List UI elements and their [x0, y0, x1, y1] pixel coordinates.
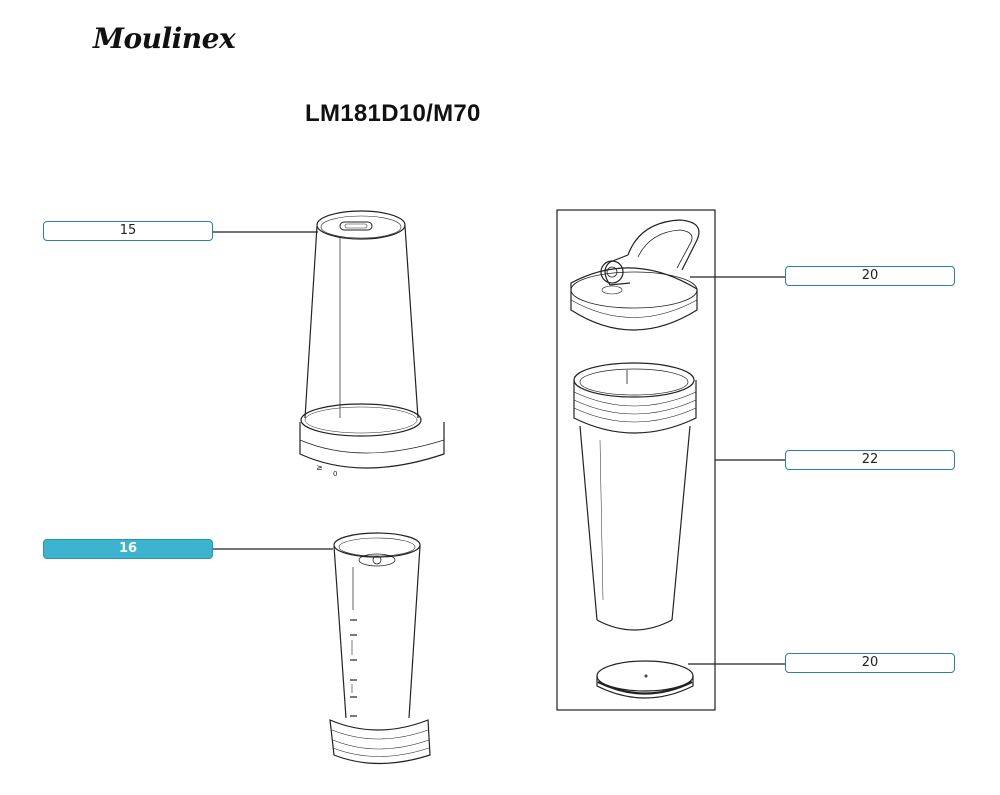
group-frame	[556, 209, 716, 711]
svg-text:≥: ≥	[316, 463, 323, 472]
part-15-drawing: ≥ 0	[299, 210, 445, 478]
part-20-lid-drawing	[570, 219, 700, 331]
part-22-drawing	[573, 362, 697, 631]
callout-part-20-lid[interactable]: 20	[785, 266, 955, 286]
callout-part-16[interactable]: 16	[43, 539, 213, 559]
svg-text:0: 0	[333, 470, 337, 478]
callout-part-20-seal[interactable]: 20	[785, 653, 955, 673]
part-20-seal-drawing	[596, 660, 694, 699]
callout-part-15[interactable]: 15	[43, 221, 213, 241]
brand-logo: Moulinex	[93, 22, 236, 55]
brand-logo-text: Moulinex	[93, 22, 236, 55]
model-title: LM181D10/M70	[305, 100, 481, 127]
callout-part-22[interactable]: 22	[785, 450, 955, 470]
part-16-drawing	[329, 532, 431, 765]
